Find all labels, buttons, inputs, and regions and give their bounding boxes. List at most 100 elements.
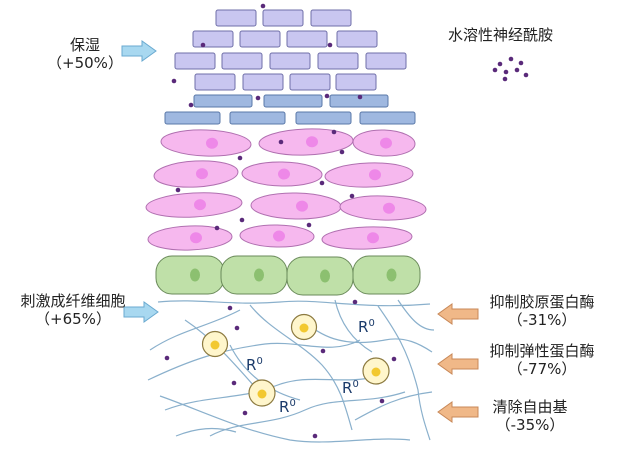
collagen-fiber bbox=[175, 427, 237, 437]
collagen-fiber bbox=[354, 391, 433, 421]
stratum-cell bbox=[193, 94, 253, 108]
cell-nucleus bbox=[305, 136, 318, 148]
basal-nucleus bbox=[254, 268, 264, 282]
fibroblast-core bbox=[210, 340, 220, 350]
collagenase-arrow bbox=[437, 303, 479, 325]
stratum-cell bbox=[262, 9, 304, 27]
ceramide-dot bbox=[503, 69, 509, 75]
radicals-title: 清除自由基 bbox=[492, 398, 568, 416]
cell-nucleus bbox=[205, 137, 218, 149]
stratum-cell bbox=[286, 30, 328, 48]
ceramide-dot bbox=[214, 225, 220, 231]
ceramide-dots bbox=[164, 3, 529, 439]
epidermis-cell bbox=[250, 192, 342, 220]
ceramide-dot bbox=[518, 60, 524, 66]
collagen-fiber bbox=[209, 391, 406, 437]
cell-nucleus bbox=[277, 168, 290, 180]
stratum-cell bbox=[335, 73, 377, 91]
ceramide-dot bbox=[255, 95, 261, 101]
ceramide-dot bbox=[514, 67, 520, 73]
collagen-fiber bbox=[159, 395, 411, 443]
fibroblast-core bbox=[257, 389, 267, 399]
basal-cell-layer bbox=[155, 255, 421, 296]
ceramide-dot bbox=[227, 305, 233, 311]
stratum-corneum-layer bbox=[164, 9, 416, 125]
collagen-fiber bbox=[157, 300, 431, 307]
dermis-fibers bbox=[147, 299, 435, 443]
cell-nucleus bbox=[193, 199, 206, 211]
ceramide-dot bbox=[327, 42, 333, 48]
cell-nucleus bbox=[382, 202, 395, 214]
fibroblast-core bbox=[371, 367, 381, 377]
stratum-cell bbox=[317, 52, 359, 70]
stratum-cell bbox=[365, 52, 407, 70]
collagen-fiber bbox=[249, 304, 353, 431]
collagen-fiber bbox=[149, 309, 241, 351]
collagen-fiber bbox=[147, 339, 361, 381]
ceramide-dot bbox=[171, 78, 177, 84]
collagen-fiber bbox=[334, 299, 373, 353]
ceramide-dot bbox=[278, 139, 284, 145]
stratum-cell bbox=[336, 30, 378, 48]
elastase-arrow bbox=[437, 353, 479, 375]
basal-nucleus bbox=[386, 268, 397, 282]
ceramide-dot bbox=[319, 180, 325, 186]
cell-nucleus bbox=[189, 232, 202, 244]
epidermis-cell bbox=[160, 129, 252, 157]
ceramide-label: 水溶性神经酰胺 bbox=[448, 26, 554, 44]
collagen-fiber bbox=[377, 305, 431, 441]
stratum-cell bbox=[239, 30, 281, 48]
stratum-cell bbox=[194, 73, 236, 91]
epidermis-cell-layer bbox=[145, 128, 427, 251]
ceramide-dot bbox=[508, 56, 514, 62]
moisturize-arrow bbox=[121, 40, 157, 62]
collagen-fiber bbox=[397, 299, 435, 331]
elastase-title: 抑制弹性蛋白酶 bbox=[489, 342, 595, 360]
epidermis-cell bbox=[339, 195, 427, 221]
ceramide-dot bbox=[237, 155, 243, 161]
ceramide-dot bbox=[320, 348, 326, 354]
ceramide-dot bbox=[188, 102, 194, 108]
elastase-label: 抑制弹性蛋白酶 （-77%） bbox=[470, 342, 614, 378]
radical-symbol: R0 bbox=[279, 398, 296, 416]
cell-nucleus bbox=[295, 200, 308, 212]
ceramide-dot bbox=[523, 72, 529, 78]
stratum-cell bbox=[289, 73, 331, 91]
ceramide-dot bbox=[306, 222, 312, 228]
collagenase-title: 抑制胶原蛋白酶 bbox=[489, 293, 595, 311]
epidermis-cell bbox=[145, 192, 243, 218]
stratum-cell bbox=[263, 94, 323, 108]
epidermis-cell bbox=[258, 128, 354, 156]
arrows bbox=[121, 40, 479, 423]
ceramide-dot bbox=[357, 94, 363, 100]
ceramide-dot bbox=[200, 42, 206, 48]
ceramide-dot bbox=[331, 129, 337, 135]
epidermis-cell bbox=[321, 226, 413, 250]
epidermis-cell bbox=[239, 224, 315, 248]
ceramide-dot bbox=[339, 149, 345, 155]
stratum-cell bbox=[221, 52, 263, 70]
stratum-cell bbox=[242, 73, 284, 91]
stratum-cell bbox=[215, 9, 257, 27]
stratum-cell bbox=[269, 52, 311, 70]
ceramide-dot bbox=[379, 398, 385, 404]
collagenase-label: 抑制胶原蛋白酶 （-31%） bbox=[472, 293, 612, 329]
radical-symbol: R0 bbox=[358, 318, 375, 336]
epidermis-cell bbox=[352, 129, 416, 157]
ceramide-dot bbox=[234, 325, 240, 331]
fibroblast-cells bbox=[201, 313, 390, 407]
ceramide-dot bbox=[312, 433, 318, 439]
fibroblast-arrow bbox=[123, 301, 159, 323]
stratum-cell bbox=[229, 111, 286, 125]
ceramide-dot bbox=[260, 3, 266, 9]
stratum-cell bbox=[174, 52, 216, 70]
radical-symbol: R0 bbox=[246, 356, 263, 374]
fibroblast-title: 刺激成纤维细胞 bbox=[20, 292, 126, 310]
radicals-label: 清除自由基 （-35%） bbox=[470, 398, 590, 434]
stratum-cell bbox=[164, 111, 221, 125]
radicals-arrow bbox=[437, 401, 479, 423]
ceramide-dot bbox=[352, 299, 358, 305]
moisturize-value: （+50%） bbox=[47, 54, 123, 72]
basal-nucleus bbox=[190, 268, 200, 282]
